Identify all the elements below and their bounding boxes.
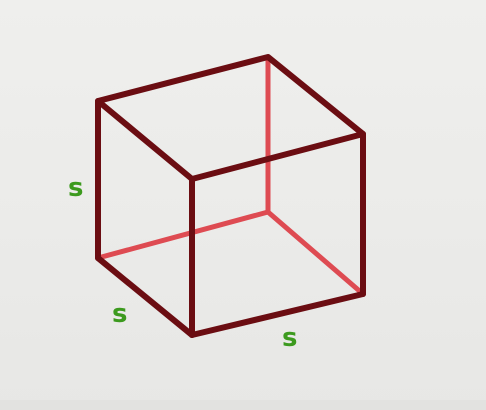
hidden-edge-back-right [265,209,366,297]
label-bottom-width: s [282,323,297,353]
label-left-height: s [68,173,83,203]
hidden-edge-back-left [95,209,271,261]
label-front-depth: s [112,299,127,329]
edge-bottom-right [189,291,366,338]
cube-top-face [95,54,366,182]
edge-bottom-left [95,255,195,338]
